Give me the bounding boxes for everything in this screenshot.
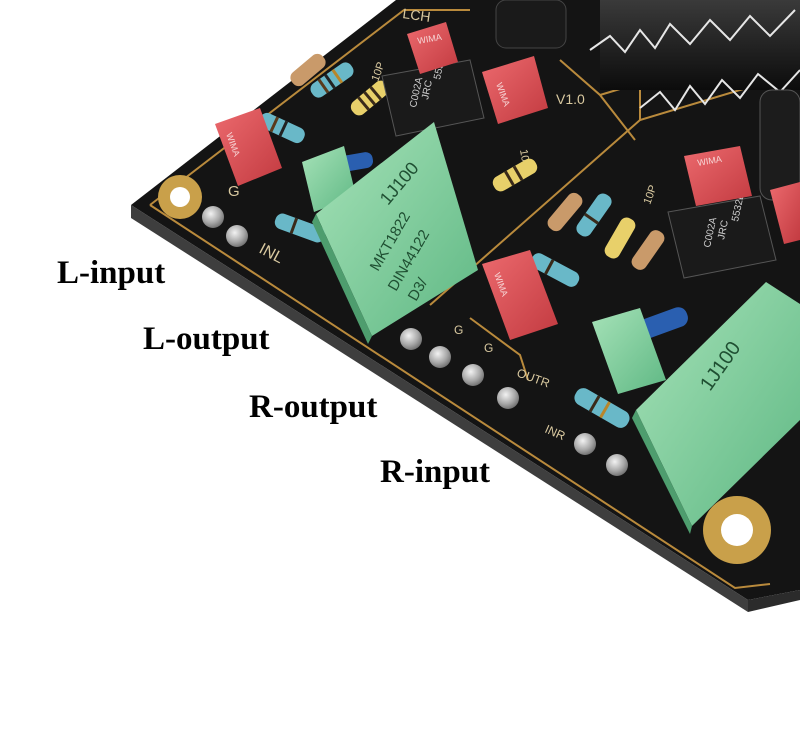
wima-label: WIMA xyxy=(417,32,443,46)
silkscreen-version: V1.0 xyxy=(556,91,585,107)
mounting-hole-right xyxy=(703,496,771,564)
callout-l-output: L-output xyxy=(143,321,270,357)
silkscreen-ground-left: G xyxy=(228,183,240,200)
film-cap-right: 1J100 xyxy=(632,282,800,534)
pcb-board xyxy=(131,0,800,612)
wima-cap-2: WIMA xyxy=(407,22,458,74)
wima-capacitors: WIMA WIMA WIMA WIMA WIMA xyxy=(215,22,800,340)
callout-l-input: L-input xyxy=(57,255,166,291)
heatsink xyxy=(495,0,800,201)
wima-cap-6 xyxy=(770,182,800,244)
wima-cap-4: WIMA xyxy=(482,250,558,340)
silkscreen-ground-mid-1: G xyxy=(454,323,463,337)
film-cap-left: 1J100 MKT1822 DIN44122 D3/ xyxy=(312,122,478,344)
silkscreen-ground-mid-2: G xyxy=(484,341,493,355)
mounting-hole-left xyxy=(158,175,202,219)
callout-r-output: R-output xyxy=(249,389,378,425)
silkscreen-lch: LCH xyxy=(402,5,432,25)
chip-right-marking-line2: JRC xyxy=(716,219,731,240)
wima-cap-3: WIMA xyxy=(482,56,548,124)
callout-r-input: R-input xyxy=(380,454,491,490)
wima-cap-5: WIMA xyxy=(684,146,752,206)
chip-marking-line2: JRC xyxy=(420,79,435,100)
wima-label: WIMA xyxy=(697,154,723,168)
solder-pads xyxy=(202,206,628,476)
wima-cap-1: WIMA xyxy=(215,108,282,186)
